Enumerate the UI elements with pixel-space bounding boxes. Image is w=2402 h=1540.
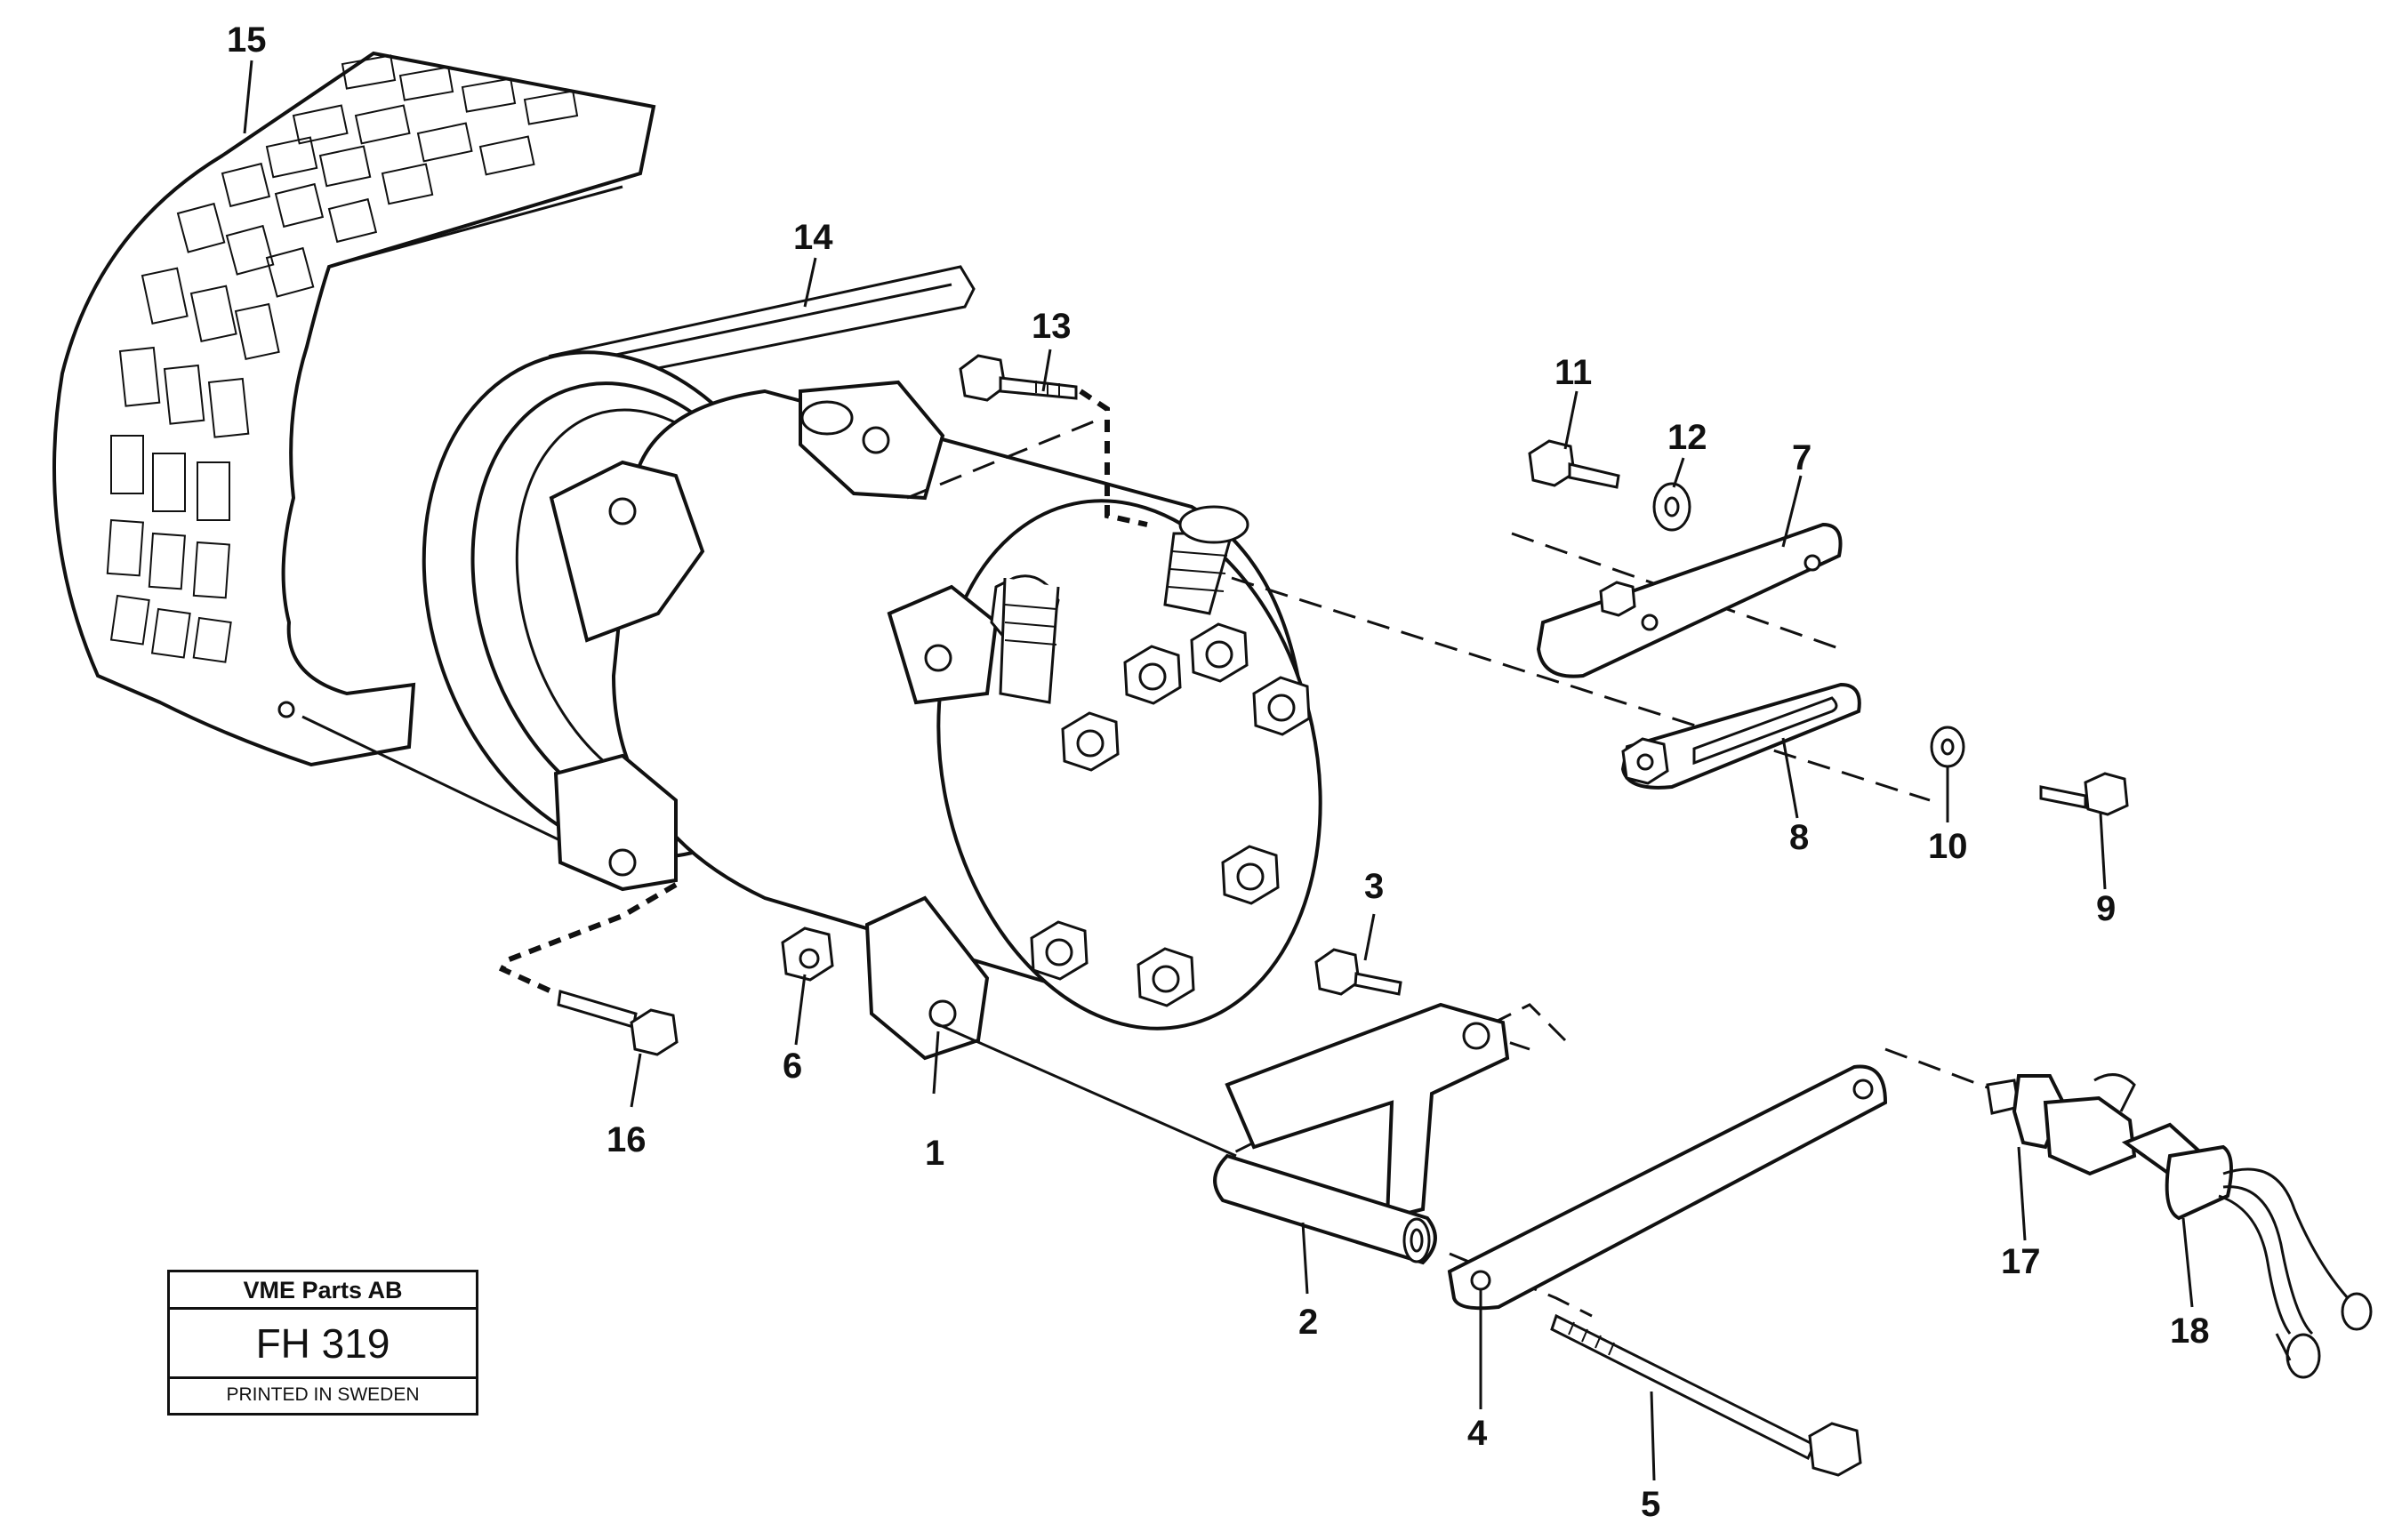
- callout-11: 11: [1554, 353, 1592, 392]
- pressure-switch-17-part: [1986, 1073, 2137, 1176]
- bolt-13-part: [959, 354, 1078, 402]
- callout-5: 5: [1641, 1485, 1660, 1524]
- centerline-b: [1511, 532, 1842, 651]
- leader-13: [1079, 389, 1148, 527]
- bracket-2-part: [1213, 1002, 1510, 1265]
- leader-lines: [243, 60, 2194, 1481]
- cable-18-part: [2121, 1122, 2373, 1379]
- callout-2: 2: [1298, 1303, 1318, 1342]
- callout-1: 1: [925, 1134, 944, 1173]
- callout-8: 8: [1789, 818, 1809, 857]
- centerline-e: [1884, 1047, 1993, 1091]
- slotted-bracket-8-part: [1620, 682, 1861, 790]
- callout-4: 4: [1467, 1414, 1488, 1453]
- compressor-part: [549, 380, 1322, 1158]
- bolt-16-part: [557, 990, 679, 1056]
- callout-13: 13: [1032, 307, 1072, 346]
- callout-10: 10: [1928, 827, 1968, 866]
- callout-7: 7: [1792, 438, 1812, 477]
- callout-17: 17: [2001, 1242, 2041, 1281]
- callout-3: 3: [1364, 867, 1384, 906]
- strap-7-part: [1536, 522, 1843, 678]
- strap-4-part: [1447, 1064, 1888, 1311]
- title-stamp: VME Parts AB FH 319 PRINTED IN SWEDEN: [167, 1270, 478, 1416]
- belt-guard-part: [52, 51, 656, 846]
- callout-9: 9: [2096, 889, 2116, 928]
- stamp-code: FH 319: [170, 1310, 476, 1379]
- callout-numbers: 15 14 13 11 12 7 8 10 9 3 6 1 16 2 4 5 1…: [227, 20, 2210, 1524]
- centerline-a: [1231, 576, 1931, 802]
- bolt-5-part: [1550, 1313, 1862, 1477]
- callout-15: 15: [227, 20, 267, 60]
- callout-14: 14: [793, 218, 833, 257]
- stamp-company: VME Parts AB: [170, 1272, 476, 1310]
- callout-12: 12: [1667, 418, 1707, 457]
- leader-16: [498, 882, 678, 994]
- stamp-printed: PRINTED IN SWEDEN: [226, 1384, 420, 1405]
- bolt-11-part: [1528, 439, 1620, 489]
- callout-18: 18: [2170, 1311, 2210, 1351]
- callout-6: 6: [783, 1047, 802, 1086]
- callout-16: 16: [607, 1120, 647, 1159]
- bolt-3-part: [1314, 948, 1402, 996]
- nut-6-part: [781, 926, 834, 982]
- bolt-9-part: [2039, 772, 2129, 816]
- centerline-c: [1226, 1003, 1567, 1158]
- washer-12-part: [1652, 482, 1691, 532]
- washer-10-part: [1930, 726, 1965, 768]
